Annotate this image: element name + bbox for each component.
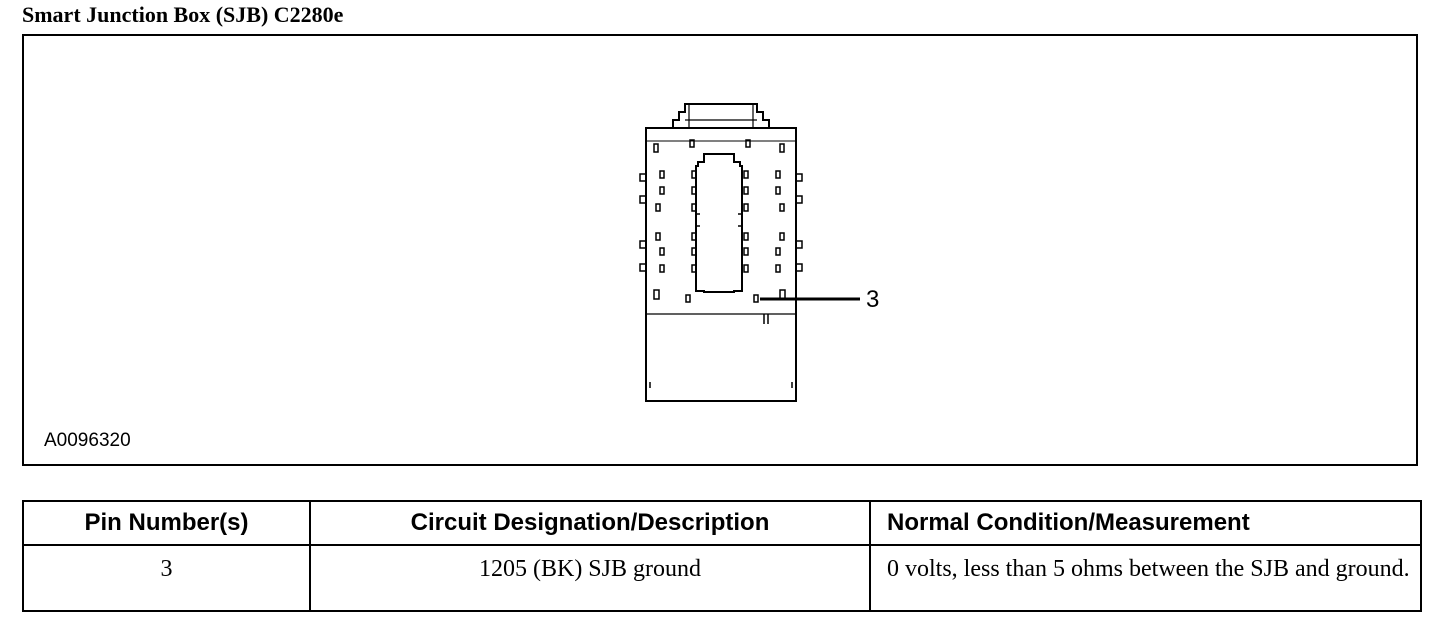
header-normal-condition: Normal Condition/Measurement: [869, 500, 1422, 546]
pin-3-cavity: [753, 294, 759, 303]
cell-circuit-description: 1205 (BK) SJB ground: [309, 544, 871, 612]
figure-id: A0096320: [44, 430, 131, 451]
pin-table: Pin Number(s) Circuit Designation/Descri…: [22, 500, 1422, 612]
connector-diagram: [639, 103, 860, 402]
cell-pin-number: 3: [22, 544, 311, 612]
header-circuit-designation: Circuit Designation/Description: [309, 500, 871, 546]
table-header-row: Pin Number(s) Circuit Designation/Descri…: [22, 500, 1422, 546]
pin-callout-label: 3: [866, 286, 880, 313]
connector-figure: 3 A0096320: [22, 34, 1418, 466]
cell-normal-condition: 0 volts, less than 5 ohms between the SJ…: [869, 544, 1422, 612]
header-pin-number: Pin Number(s): [22, 500, 311, 546]
table-row: 3 1205 (BK) SJB ground 0 volts, less tha…: [22, 544, 1422, 612]
page-title: Smart Junction Box (SJB) C2280e: [22, 2, 344, 27]
